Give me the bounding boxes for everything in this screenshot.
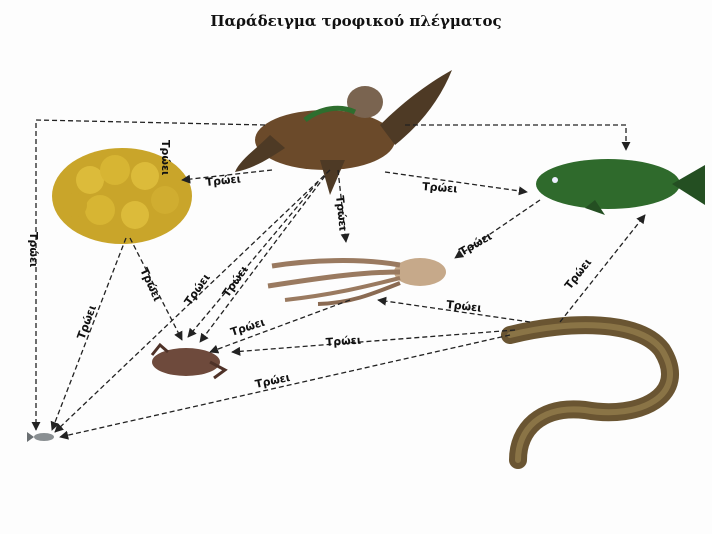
label-eel-crab: Τρώει (325, 334, 361, 349)
label-turtle-fish: Τρώει (422, 180, 458, 195)
label-turtle-crab-1: Τρώει (182, 271, 213, 307)
label-eel-octopus: Τρώει (446, 298, 483, 315)
arrow-turtle-crab-1 (188, 182, 318, 337)
label-eel-smallfish: Τρώει (254, 371, 291, 391)
label-small-fish-vertical: Τρώει (27, 232, 40, 267)
label-eel-fish: Τρώει (562, 256, 594, 292)
octopus-icon (268, 258, 446, 304)
label-coral-smallfish: Τρώει (75, 303, 99, 341)
arrow-turtle-fish-bracket (405, 125, 626, 150)
label-bracket-left-vertical: Τρώει (159, 140, 172, 175)
grouper-fish-icon (536, 159, 705, 215)
label-turtle-coral: Τρώει (205, 172, 242, 189)
arrow-eel-smallfish (60, 335, 510, 437)
label-fish-octopus: Τρώει (457, 230, 494, 259)
arrow-eel-fish (560, 215, 645, 322)
label-octopus-crab: Τρώει (229, 316, 267, 339)
label-coral-crab: Τρώει (137, 266, 164, 304)
moray-eel-icon (510, 325, 670, 460)
label-turtle-octopus: Τρώει (333, 195, 350, 232)
arrow-eel-crab (232, 330, 515, 352)
small-fish-icon (27, 432, 54, 442)
